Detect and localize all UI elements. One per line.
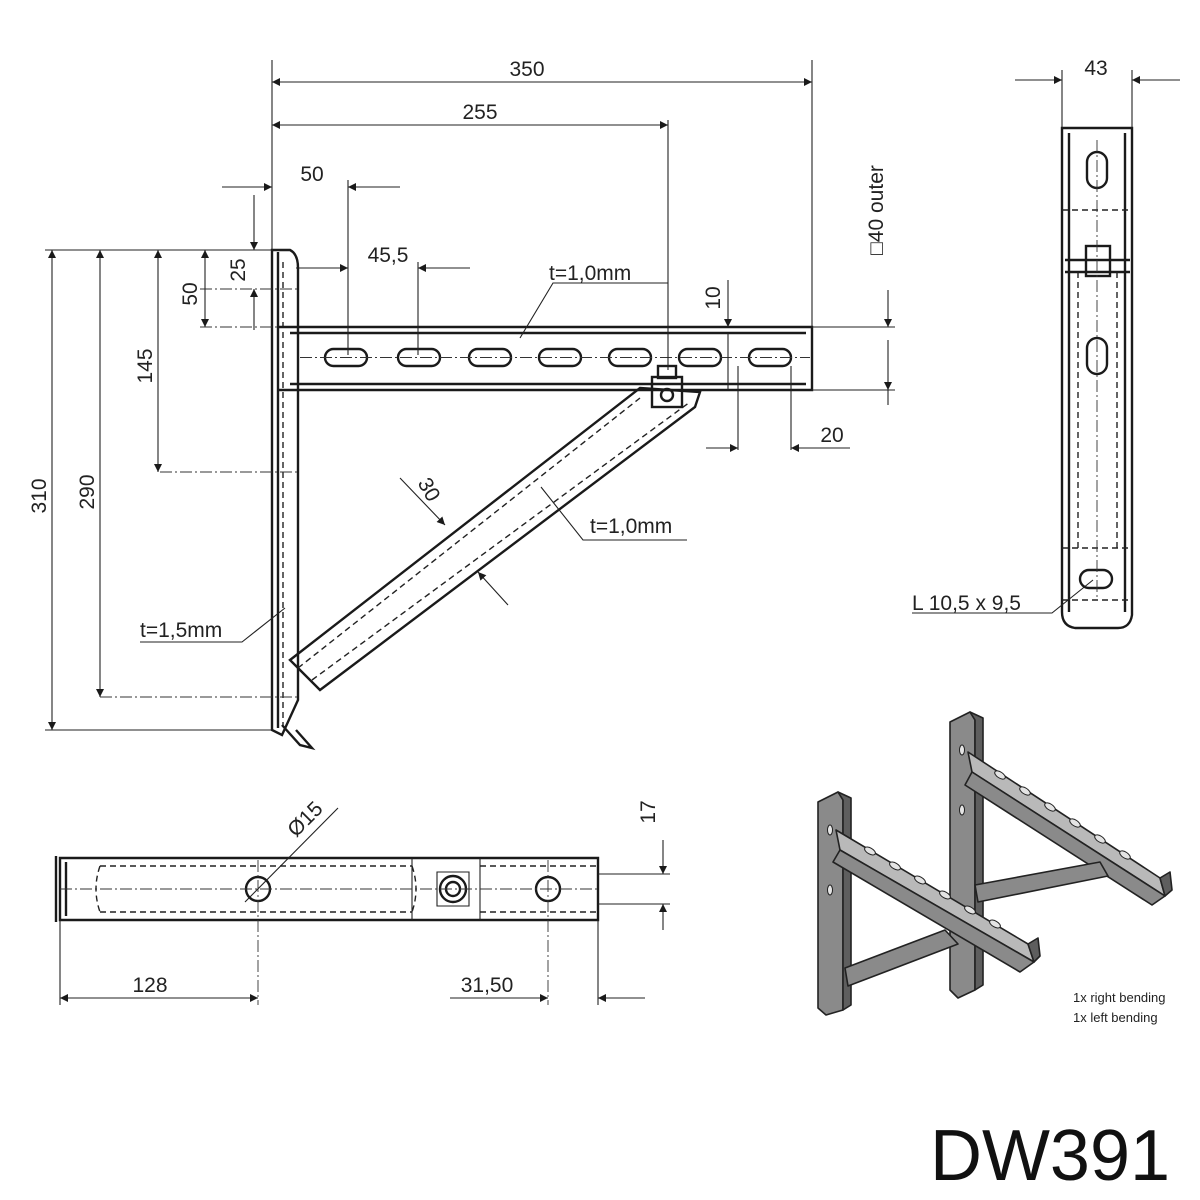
isometric-view — [817, 711, 1173, 1016]
product-code: DW391 — [930, 1116, 1170, 1196]
slot-size-label: L 10,5 x 9,5 — [912, 592, 1021, 615]
profile-size-label: □40 outer — [865, 165, 888, 255]
dim-brace-height: 145 — [134, 348, 157, 383]
dim-top-offset-b: 50 — [179, 282, 202, 305]
dim-profile-width: 43 — [1084, 57, 1107, 80]
upright-thickness-label: t=1,5mm — [140, 619, 222, 642]
side-view — [100, 248, 814, 751]
dim-plan-depth: 17 — [637, 800, 660, 823]
rail-slots — [300, 347, 810, 368]
dim-plan-length: 128 — [132, 974, 167, 997]
dim-upright-height: 290 — [76, 474, 99, 509]
dim-hole-diameter: Ø15 — [283, 797, 327, 841]
dim-first-slot: 50 — [300, 163, 323, 186]
dim-overall-length: 350 — [509, 58, 544, 81]
bolt — [650, 364, 684, 409]
plan-view — [54, 807, 670, 1005]
dim-slot-end: 20 — [820, 424, 843, 447]
dim-rail-depth: 10 — [702, 286, 725, 309]
dim-top-offset: 25 — [227, 258, 250, 281]
side-dimensions — [45, 60, 895, 731]
dim-plan-end: 31,50 — [461, 974, 514, 997]
dim-slot-pitch: 45,5 — [368, 244, 409, 267]
rail-thickness-label: t=1,0mm — [549, 262, 631, 285]
brace-thickness-label: t=1,0mm — [590, 515, 672, 538]
note-left-bending: 1x left bending — [1073, 1010, 1158, 1025]
dim-arm-length: 255 — [462, 101, 497, 124]
end-view — [912, 70, 1180, 630]
dim-brace-width: 30 — [413, 474, 445, 506]
dim-overall-height: 310 — [28, 478, 51, 513]
note-right-bending: 1x right bending — [1073, 990, 1166, 1005]
